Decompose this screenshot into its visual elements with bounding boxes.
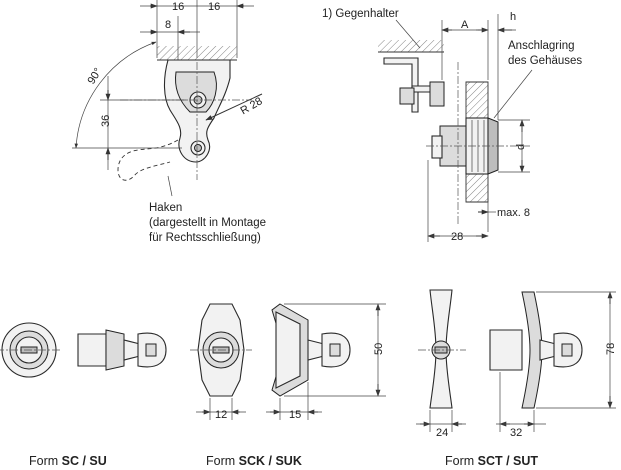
dim-15: 15 [289, 409, 301, 421]
anschlagring-label-line1: Anschlagring [508, 40, 574, 52]
counter-holder [383, 57, 419, 113]
dim-h: h [510, 11, 516, 23]
anschlagring-label-line2: des Gehäuses [508, 55, 582, 67]
dim-a: A [461, 19, 469, 31]
caption-form-sck: Form SCK / SUK [206, 454, 302, 468]
hook-label-line1: Haken [149, 202, 182, 214]
dim-16-left: 16 [172, 1, 184, 13]
hook-label-line2: (dargestellt in Montage [149, 217, 266, 229]
dim-r28: R 28 [238, 95, 264, 117]
hook-view: 16 16 8 90° 36 R 28 [72, 0, 266, 244]
dim-90-degree: 90° [86, 66, 105, 86]
dim-8: 8 [165, 19, 171, 31]
dim-d: d [515, 144, 527, 150]
form-sck-suk: 12 15 50 [190, 303, 386, 421]
form-sct-sut: 24 32 78 [416, 289, 617, 439]
dim-max-8: max. 8 [497, 207, 530, 219]
caption-form-sc: Form SC / SU [29, 454, 107, 468]
form-sc-su [0, 322, 167, 378]
dim-28: 28 [451, 231, 463, 243]
dim-78: 78 [605, 343, 617, 355]
dim-16-right: 16 [208, 1, 220, 13]
dim-50: 50 [373, 343, 385, 355]
dim-12: 12 [215, 409, 227, 421]
dim-32: 32 [510, 427, 522, 439]
dim-36: 36 [100, 115, 112, 127]
caption-form-sct: Form SCT / SUT [445, 454, 538, 468]
dim-24: 24 [436, 427, 448, 439]
hook-label-line3: für Rechtsschließung) [149, 232, 261, 244]
gegenhalter-label: 1) Gegenhalter [322, 8, 399, 20]
section-view: 1) Gegenhalter A h [322, 8, 582, 243]
